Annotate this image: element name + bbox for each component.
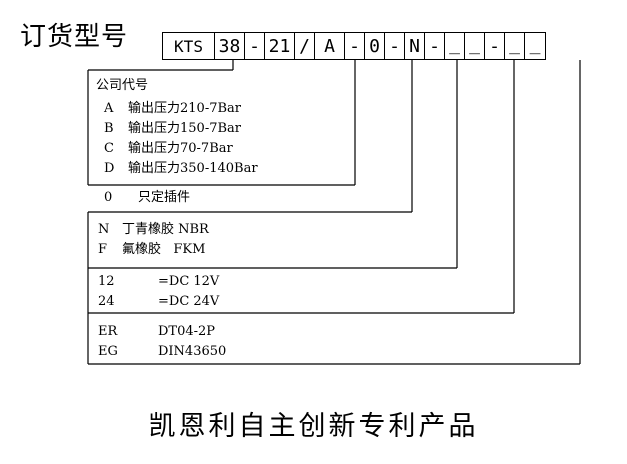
insert-option-row: 0 只定插件 <box>104 188 190 208</box>
option-desc: 丁青橡胶 NBR <box>122 222 209 237</box>
voltage-option-row: 24 =DC 24V <box>98 292 219 312</box>
connector-options: ER DT04-2P EG DIN43650 <box>98 322 226 362</box>
model-box-dash: - <box>245 33 265 59</box>
option-desc: 氟橡胶 FKM <box>122 242 206 257</box>
option-code: F <box>98 242 108 257</box>
option-code: D <box>104 161 115 176</box>
connector-option-row: EG DIN43650 <box>98 342 226 362</box>
pressure-option-row: A 输出压力210-7Bar <box>104 99 258 119</box>
voltage-option-row: 12 =DC 12V <box>98 272 219 292</box>
seal-option-row: F 氟橡胶 FKM <box>98 240 209 260</box>
option-code: B <box>104 121 114 136</box>
seal-options: N 丁青橡胶 NBR F 氟橡胶 FKM <box>98 220 209 260</box>
option-code: C <box>104 141 114 156</box>
option-code: ER <box>98 324 118 339</box>
model-box-dash: - <box>425 33 445 59</box>
footer-slogan: 凯恩利自主创新专利产品 <box>148 411 479 442</box>
option-desc: 输出压力210-7Bar <box>128 101 241 116</box>
model-box-series: KTS <box>163 33 215 59</box>
model-box-design: 21 <box>265 33 295 59</box>
model-box-seal: N <box>405 33 425 59</box>
order-model-title: 订货型号 <box>20 22 129 52</box>
seal-option-row: N 丁青橡胶 NBR <box>98 220 209 240</box>
option-code: 12 <box>98 274 115 289</box>
company-code-label: 公司代号 <box>96 78 149 93</box>
model-box-voltage-2: _ <box>465 33 485 59</box>
option-desc: 输出压力150-7Bar <box>128 121 241 136</box>
option-desc: 输出压力70-7Bar <box>128 141 233 156</box>
connector-option-row: ER DT04-2P <box>98 322 226 342</box>
option-code: N <box>98 222 110 237</box>
model-box-connector-2: _ <box>529 34 541 55</box>
pressure-option-row: B 输出压力150-7Bar <box>104 119 258 139</box>
model-box-dash: - <box>345 33 365 59</box>
voltage-options: 12 =DC 12V 24 =DC 24V <box>98 272 219 312</box>
model-box-connector-1: _ <box>505 33 525 59</box>
model-box-pressure: A <box>315 33 345 59</box>
option-code: EG <box>98 344 118 359</box>
option-desc: DT04-2P <box>158 324 216 339</box>
model-box-dash: - <box>485 33 505 59</box>
option-desc: DIN43650 <box>158 344 227 359</box>
option-code: 0 <box>104 190 113 205</box>
model-box-insert: 0 <box>365 33 385 59</box>
model-box-size: 38 <box>215 33 245 59</box>
model-box-slash: / <box>295 33 315 59</box>
model-box-dash: - <box>385 33 405 59</box>
option-code: 24 <box>98 294 115 309</box>
option-desc: 输出压力350-140Bar <box>128 161 258 176</box>
option-desc: =DC 24V <box>158 294 220 309</box>
option-desc: 只定插件 <box>138 190 191 205</box>
pressure-options: A 输出压力210-7Bar B 输出压力150-7Bar C 输出压力70-7Bar… <box>104 99 258 179</box>
insert-option: 0 只定插件 <box>104 188 190 208</box>
option-code: A <box>104 101 114 116</box>
pressure-option-row: C 输出压力70-7Bar <box>104 139 258 159</box>
option-desc: =DC 12V <box>158 274 220 289</box>
model-box-voltage-1: _ <box>445 33 465 59</box>
pressure-option-row: D 输出压力350-140Bar <box>104 159 258 179</box>
model-code-boxes: KTS 38 - 21 / A - 0 - N - _ _ - _ _ <box>162 32 546 60</box>
